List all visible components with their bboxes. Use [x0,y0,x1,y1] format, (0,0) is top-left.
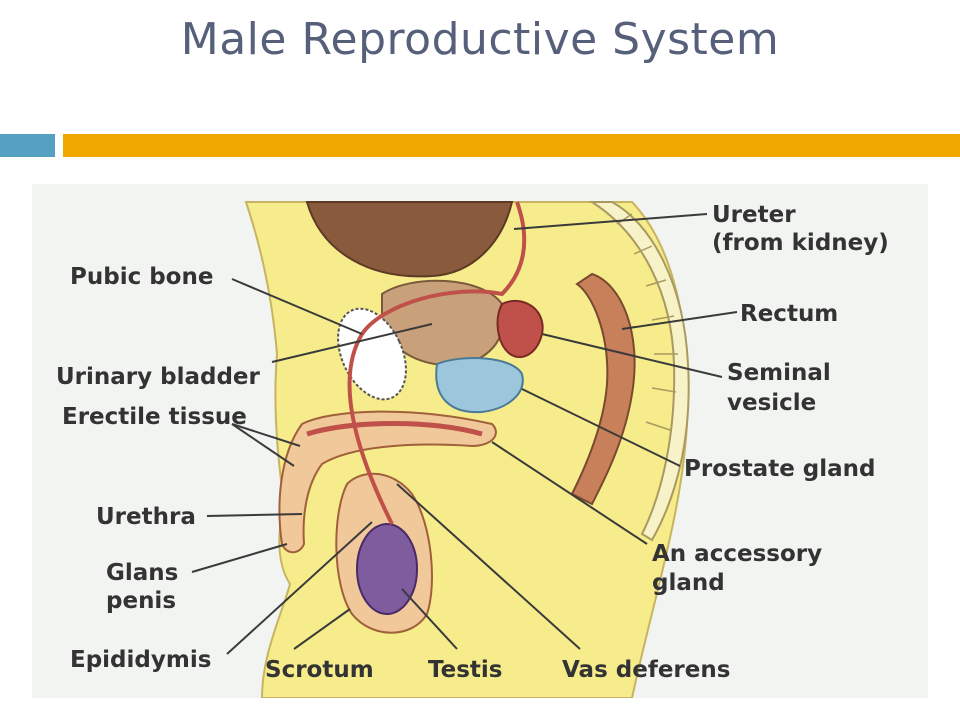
urethra-shape [306,421,483,437]
spine [588,201,690,542]
penis-shape [278,410,497,554]
anatomy-figure: Ureter (from kidney) Pubic bone Rectum U… [32,184,928,698]
label-ureter: Ureter [712,202,796,228]
label-ureter-sub: (from kidney) [712,230,889,256]
seminal-vesicle-shape [496,299,544,359]
pointer-lines [191,213,738,655]
rectum-shape [570,272,636,506]
vas-deferens-shape [347,201,527,525]
vertebrae [616,213,678,431]
accent-bar-gold [63,134,960,157]
label-seminal-vesicle: Seminal [727,360,831,386]
label-scrotum: Scrotum [265,657,374,683]
label-accessory-gland: An accessory [652,541,822,567]
label-glans-penis-sub: penis [106,588,176,614]
label-glans-penis: Glans [106,560,178,586]
label-seminal-vesicle-sub: vesicle [727,390,816,416]
anatomy-diagram: Ureter (from kidney) Pubic bone Rectum U… [56,201,889,698]
label-rectum: Rectum [740,301,838,327]
label-epididymis: Epididymis [70,647,211,673]
testis-shape [356,523,418,615]
label-urinary-bladder: Urinary bladder [56,364,261,390]
accent-bar-blue [0,134,55,157]
label-pubic-bone: Pubic bone [70,264,213,290]
label-vas-deferens: Vas deferens [562,657,730,683]
label-testis: Testis [428,657,503,683]
slide-title: Male Reproductive System [180,14,780,65]
label-accessory-gland-sub: gland [652,570,725,596]
label-urethra: Urethra [96,504,196,530]
prostate-shape [435,357,524,414]
label-prostate-gland: Prostate gland [684,456,876,482]
intestine [305,201,514,278]
label-erectile-tissue: Erectile tissue [62,404,247,430]
